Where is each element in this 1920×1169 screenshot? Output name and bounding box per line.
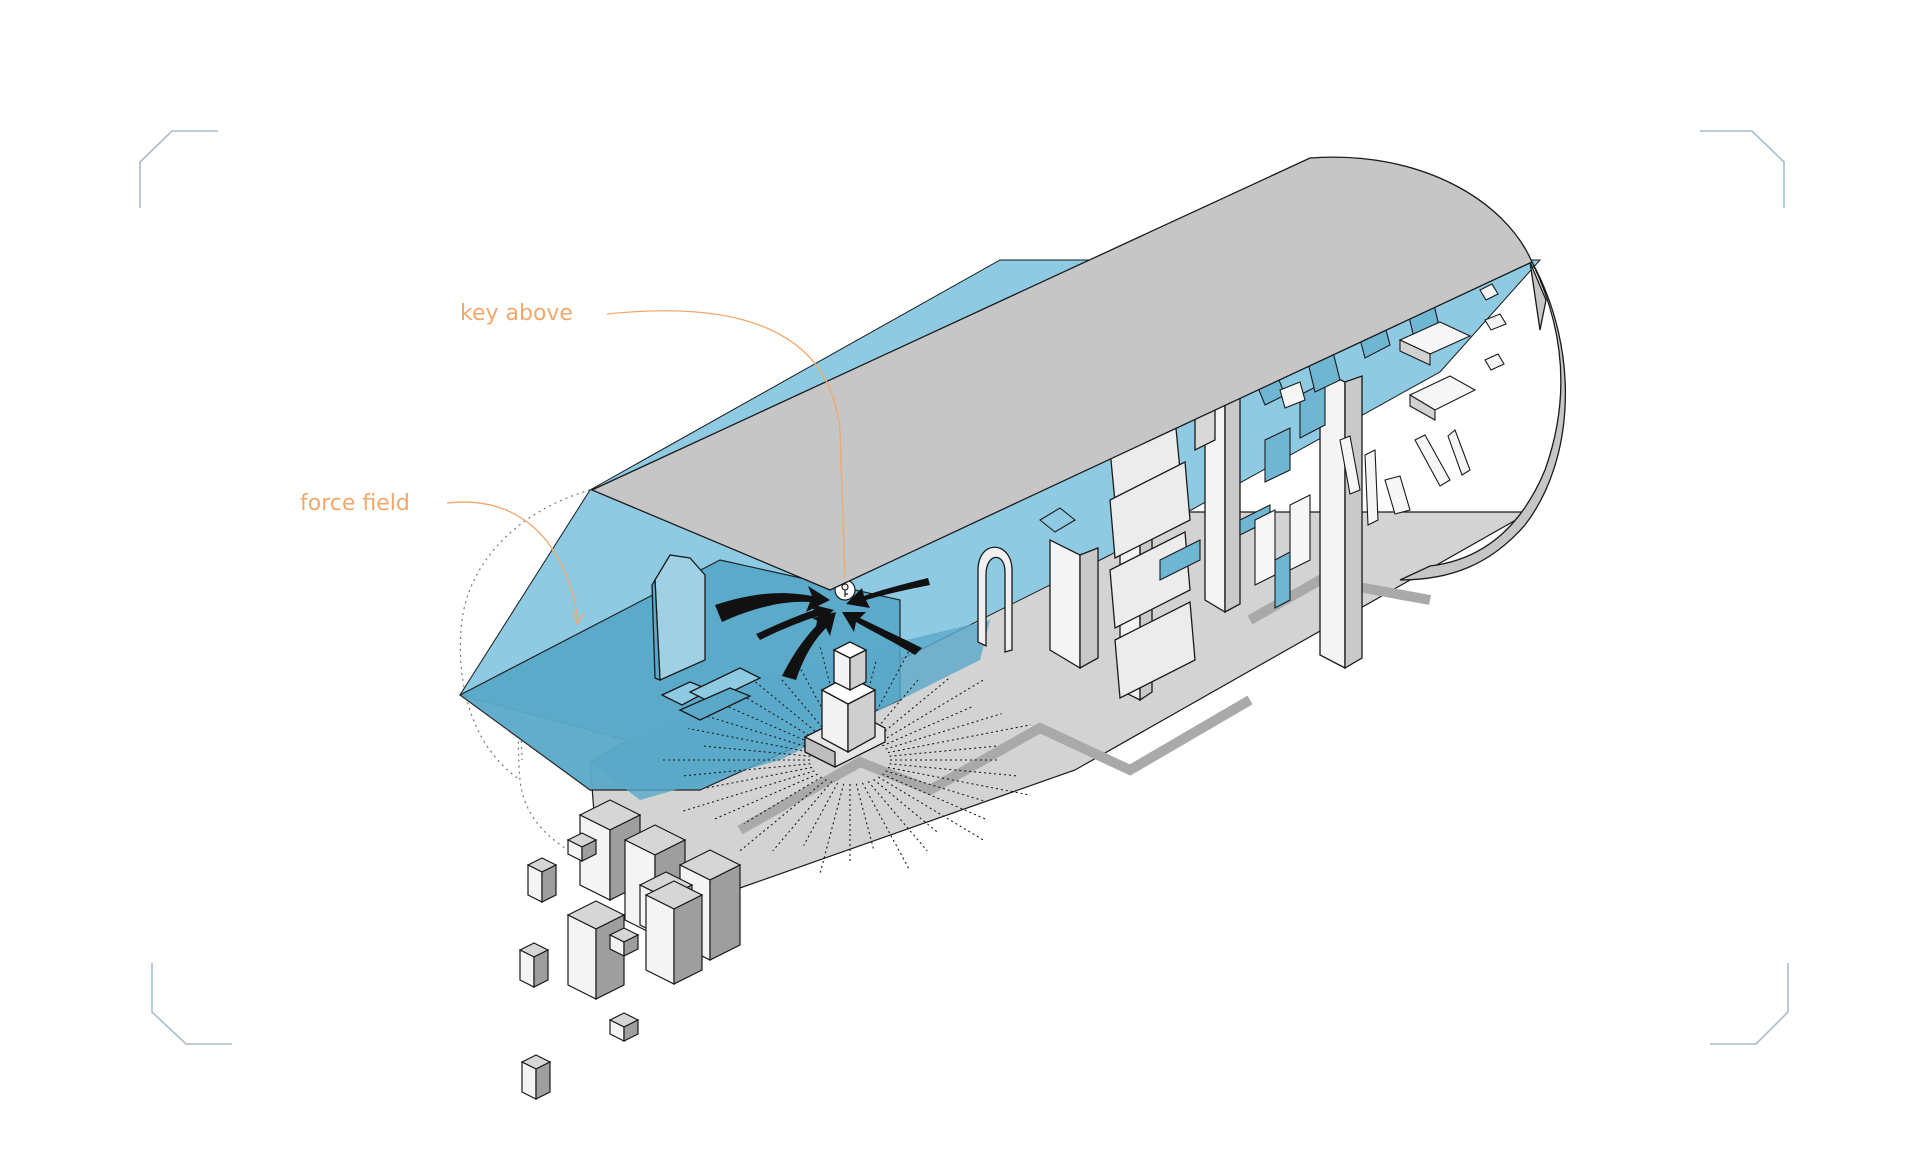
label-key-above: key above [460, 301, 573, 326]
tunnel-end-cap [1399, 261, 1566, 581]
burst-ray [680, 770, 815, 813]
burst-ray [682, 763, 811, 777]
burst-ray [737, 778, 827, 853]
viewport-corner-icon [139, 130, 1789, 1045]
burst-ray [873, 677, 951, 742]
roof-top [590, 156, 1533, 591]
annotation-leaders [446, 310, 846, 626]
burst-ray [861, 782, 910, 869]
burst-ray [882, 706, 972, 747]
burst-ray [728, 706, 818, 747]
radial-burst [660, 647, 1031, 873]
burst-ray [873, 778, 939, 834]
burst-ray [885, 770, 984, 802]
arch-gateway [977, 546, 1013, 653]
central-pedestal [804, 641, 886, 769]
burst-ray [688, 727, 813, 754]
burst-ray [878, 678, 985, 744]
cube [526, 857, 558, 903]
cube [608, 927, 640, 957]
cube [566, 832, 598, 862]
burst-ray [855, 783, 874, 850]
burst-ray [887, 766, 1031, 796]
wall-panels [1109, 398, 1216, 700]
burst-ray [887, 724, 1031, 754]
burst-ray [796, 662, 839, 738]
cube [608, 1012, 640, 1042]
burst-ray [855, 659, 878, 737]
cube [578, 799, 642, 901]
leader-key-above [606, 310, 846, 579]
leader-force-field [446, 501, 579, 621]
inward-arrow-icon [715, 578, 930, 680]
burst-ray [878, 776, 985, 842]
label-force-field: force field [300, 491, 410, 516]
burst-ray [712, 773, 818, 821]
burst-ray [803, 782, 839, 846]
burst-ray [743, 776, 822, 825]
white-blocks [1254, 259, 1507, 586]
left-monolith [651, 554, 762, 721]
cube [566, 900, 626, 1000]
burst-ray [889, 763, 1018, 777]
cube-cluster [518, 799, 742, 1100]
burst-ray [772, 781, 833, 852]
burst-ray [701, 745, 811, 757]
burst-ray [867, 781, 928, 852]
burst-ray [885, 713, 1002, 750]
burst-ray [882, 773, 988, 821]
cube [644, 880, 704, 985]
water-plane-strip [590, 620, 990, 800]
burst-ray [889, 745, 999, 757]
cube [520, 1054, 552, 1100]
cube [518, 942, 550, 988]
burst-ray [819, 783, 845, 873]
